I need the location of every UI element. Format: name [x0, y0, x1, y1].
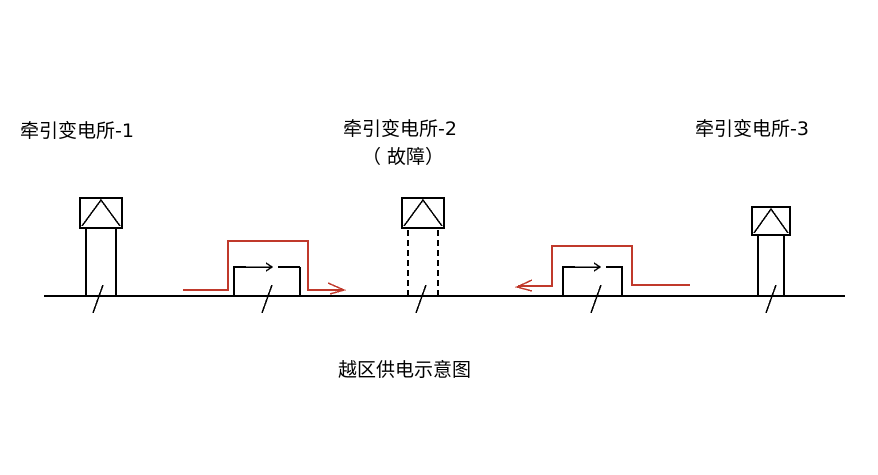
transformer-box-3 — [751, 206, 791, 236]
tie-switch-drop-2 — [606, 266, 623, 296]
transformer-triangle-2 — [403, 198, 443, 227]
substation-2-status: （ 故障） — [362, 146, 445, 168]
substation-1 — [79, 197, 123, 314]
transformer-triangle-3 — [753, 207, 789, 234]
section-breaker-2 — [590, 284, 602, 314]
substation-3-label: 牵引变电所-3 — [695, 118, 809, 140]
transformer-box-1 — [79, 197, 123, 229]
substation-2-label: 牵引变电所-2 — [343, 118, 457, 140]
substation-2 — [401, 197, 445, 314]
section-post-1 — [233, 262, 301, 314]
tie-switch-frame-1 — [233, 266, 246, 296]
substation-3 — [751, 206, 791, 314]
transformer-triangle-1 — [81, 198, 121, 227]
feed-path-right — [514, 245, 690, 292]
breaker-1 — [92, 284, 104, 314]
breaker-2 — [415, 284, 427, 314]
substation-1-label: 牵引变电所-1 — [20, 120, 134, 142]
diagram-caption: 越区供电示意图 — [338, 359, 472, 381]
tie-switch-frame-2 — [562, 266, 575, 296]
section-breaker-1 — [261, 284, 273, 314]
tie-switch-arrow-2 — [593, 262, 602, 272]
breaker-3 — [765, 284, 777, 314]
transformer-box-2 — [401, 197, 445, 229]
tie-switch-arrow-1 — [265, 262, 274, 272]
feed-path-left — [183, 240, 347, 295]
section-post-2 — [562, 262, 623, 314]
